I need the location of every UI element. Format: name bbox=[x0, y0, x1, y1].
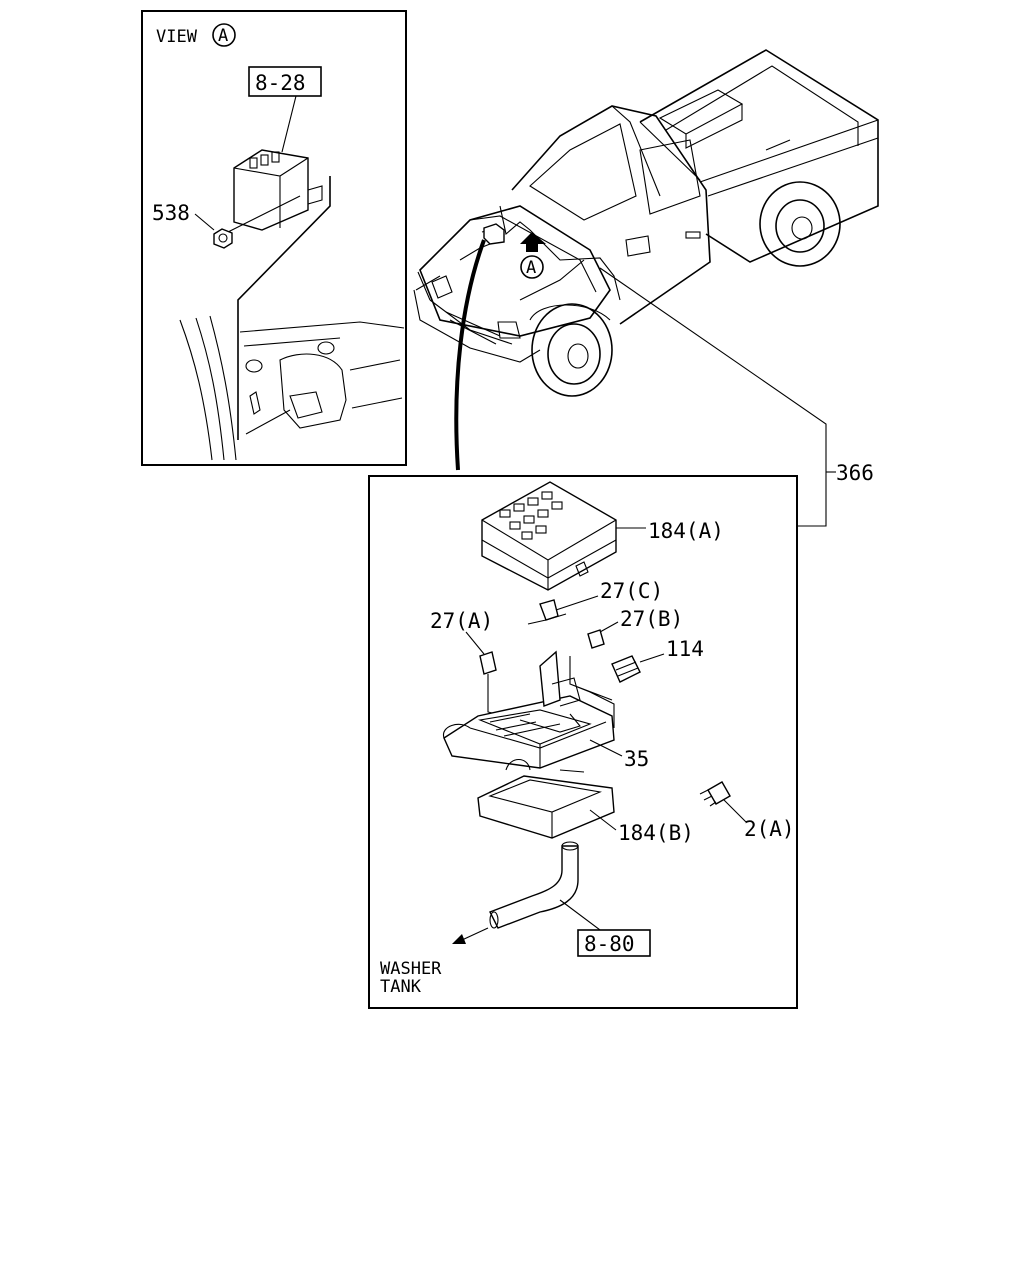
leader-8-28 bbox=[281, 95, 297, 153]
washer-tank-arrow-line bbox=[461, 927, 489, 941]
ref-label-8-80: 8-80 bbox=[584, 932, 635, 956]
view-title: VIEW bbox=[156, 27, 198, 47]
fuse-box-body bbox=[443, 650, 615, 769]
part-label-27c: 27(C) bbox=[600, 579, 663, 603]
location-arrow bbox=[520, 232, 546, 252]
leader-538 bbox=[194, 213, 215, 231]
location-marker-circle bbox=[520, 255, 544, 279]
leader-8-80 bbox=[559, 899, 610, 931]
connector-2a bbox=[699, 781, 731, 807]
leader-27c bbox=[555, 595, 599, 611]
leader-27b bbox=[599, 621, 619, 633]
leader-114 bbox=[639, 653, 665, 663]
detail-pointer bbox=[454, 239, 486, 471]
location-marker-label: A bbox=[526, 258, 536, 278]
washer-tank-label-2: TANK bbox=[380, 977, 422, 997]
ref-box-8-80 bbox=[577, 929, 651, 957]
fuse-27c bbox=[527, 599, 567, 625]
part-label-184a: 184(A) bbox=[648, 519, 724, 543]
view-title-circle bbox=[212, 23, 236, 47]
leader-366 bbox=[599, 267, 827, 527]
part-label-35: 35 bbox=[624, 747, 649, 771]
bolt-line bbox=[227, 195, 301, 233]
view-a-frame bbox=[141, 10, 407, 466]
part-label-114: 114 bbox=[666, 637, 704, 661]
fuse-box-lower-case bbox=[477, 758, 615, 839]
leader-35 bbox=[589, 739, 623, 757]
part-label-27b: 27(B) bbox=[620, 607, 683, 631]
leader-2a bbox=[723, 799, 747, 823]
insert-lines bbox=[569, 656, 615, 728]
part-label-366: 366 bbox=[836, 461, 874, 485]
drain-hose bbox=[489, 841, 579, 929]
mounting-bracket bbox=[179, 176, 405, 461]
fuse-27b bbox=[587, 629, 605, 649]
view-a-panel: VIEW A 8-28 538 bbox=[141, 10, 407, 466]
part-label-2a: 2(A) bbox=[744, 817, 795, 841]
part-label-184b: 184(B) bbox=[618, 821, 694, 845]
relay-114 bbox=[611, 655, 641, 683]
fuse-27a bbox=[479, 651, 497, 675]
nut-538 bbox=[213, 228, 233, 249]
pickup-truck: A bbox=[413, 49, 879, 397]
fuse-box-cover bbox=[481, 481, 617, 591]
part-label-27a: 27(A) bbox=[430, 609, 493, 633]
part-label-538: 538 bbox=[152, 201, 190, 225]
ref-label-8-28: 8-28 bbox=[255, 71, 306, 95]
detail-frame bbox=[368, 475, 798, 1009]
ref-box-8-28 bbox=[248, 66, 322, 97]
washer-tank-label-1: WASHER bbox=[380, 959, 442, 979]
washer-tank-arrow-head bbox=[452, 934, 466, 944]
leader-27a bbox=[465, 631, 485, 655]
view-title-circle-label: A bbox=[218, 26, 228, 46]
relay-module bbox=[233, 149, 323, 231]
leader-184b bbox=[589, 809, 617, 831]
